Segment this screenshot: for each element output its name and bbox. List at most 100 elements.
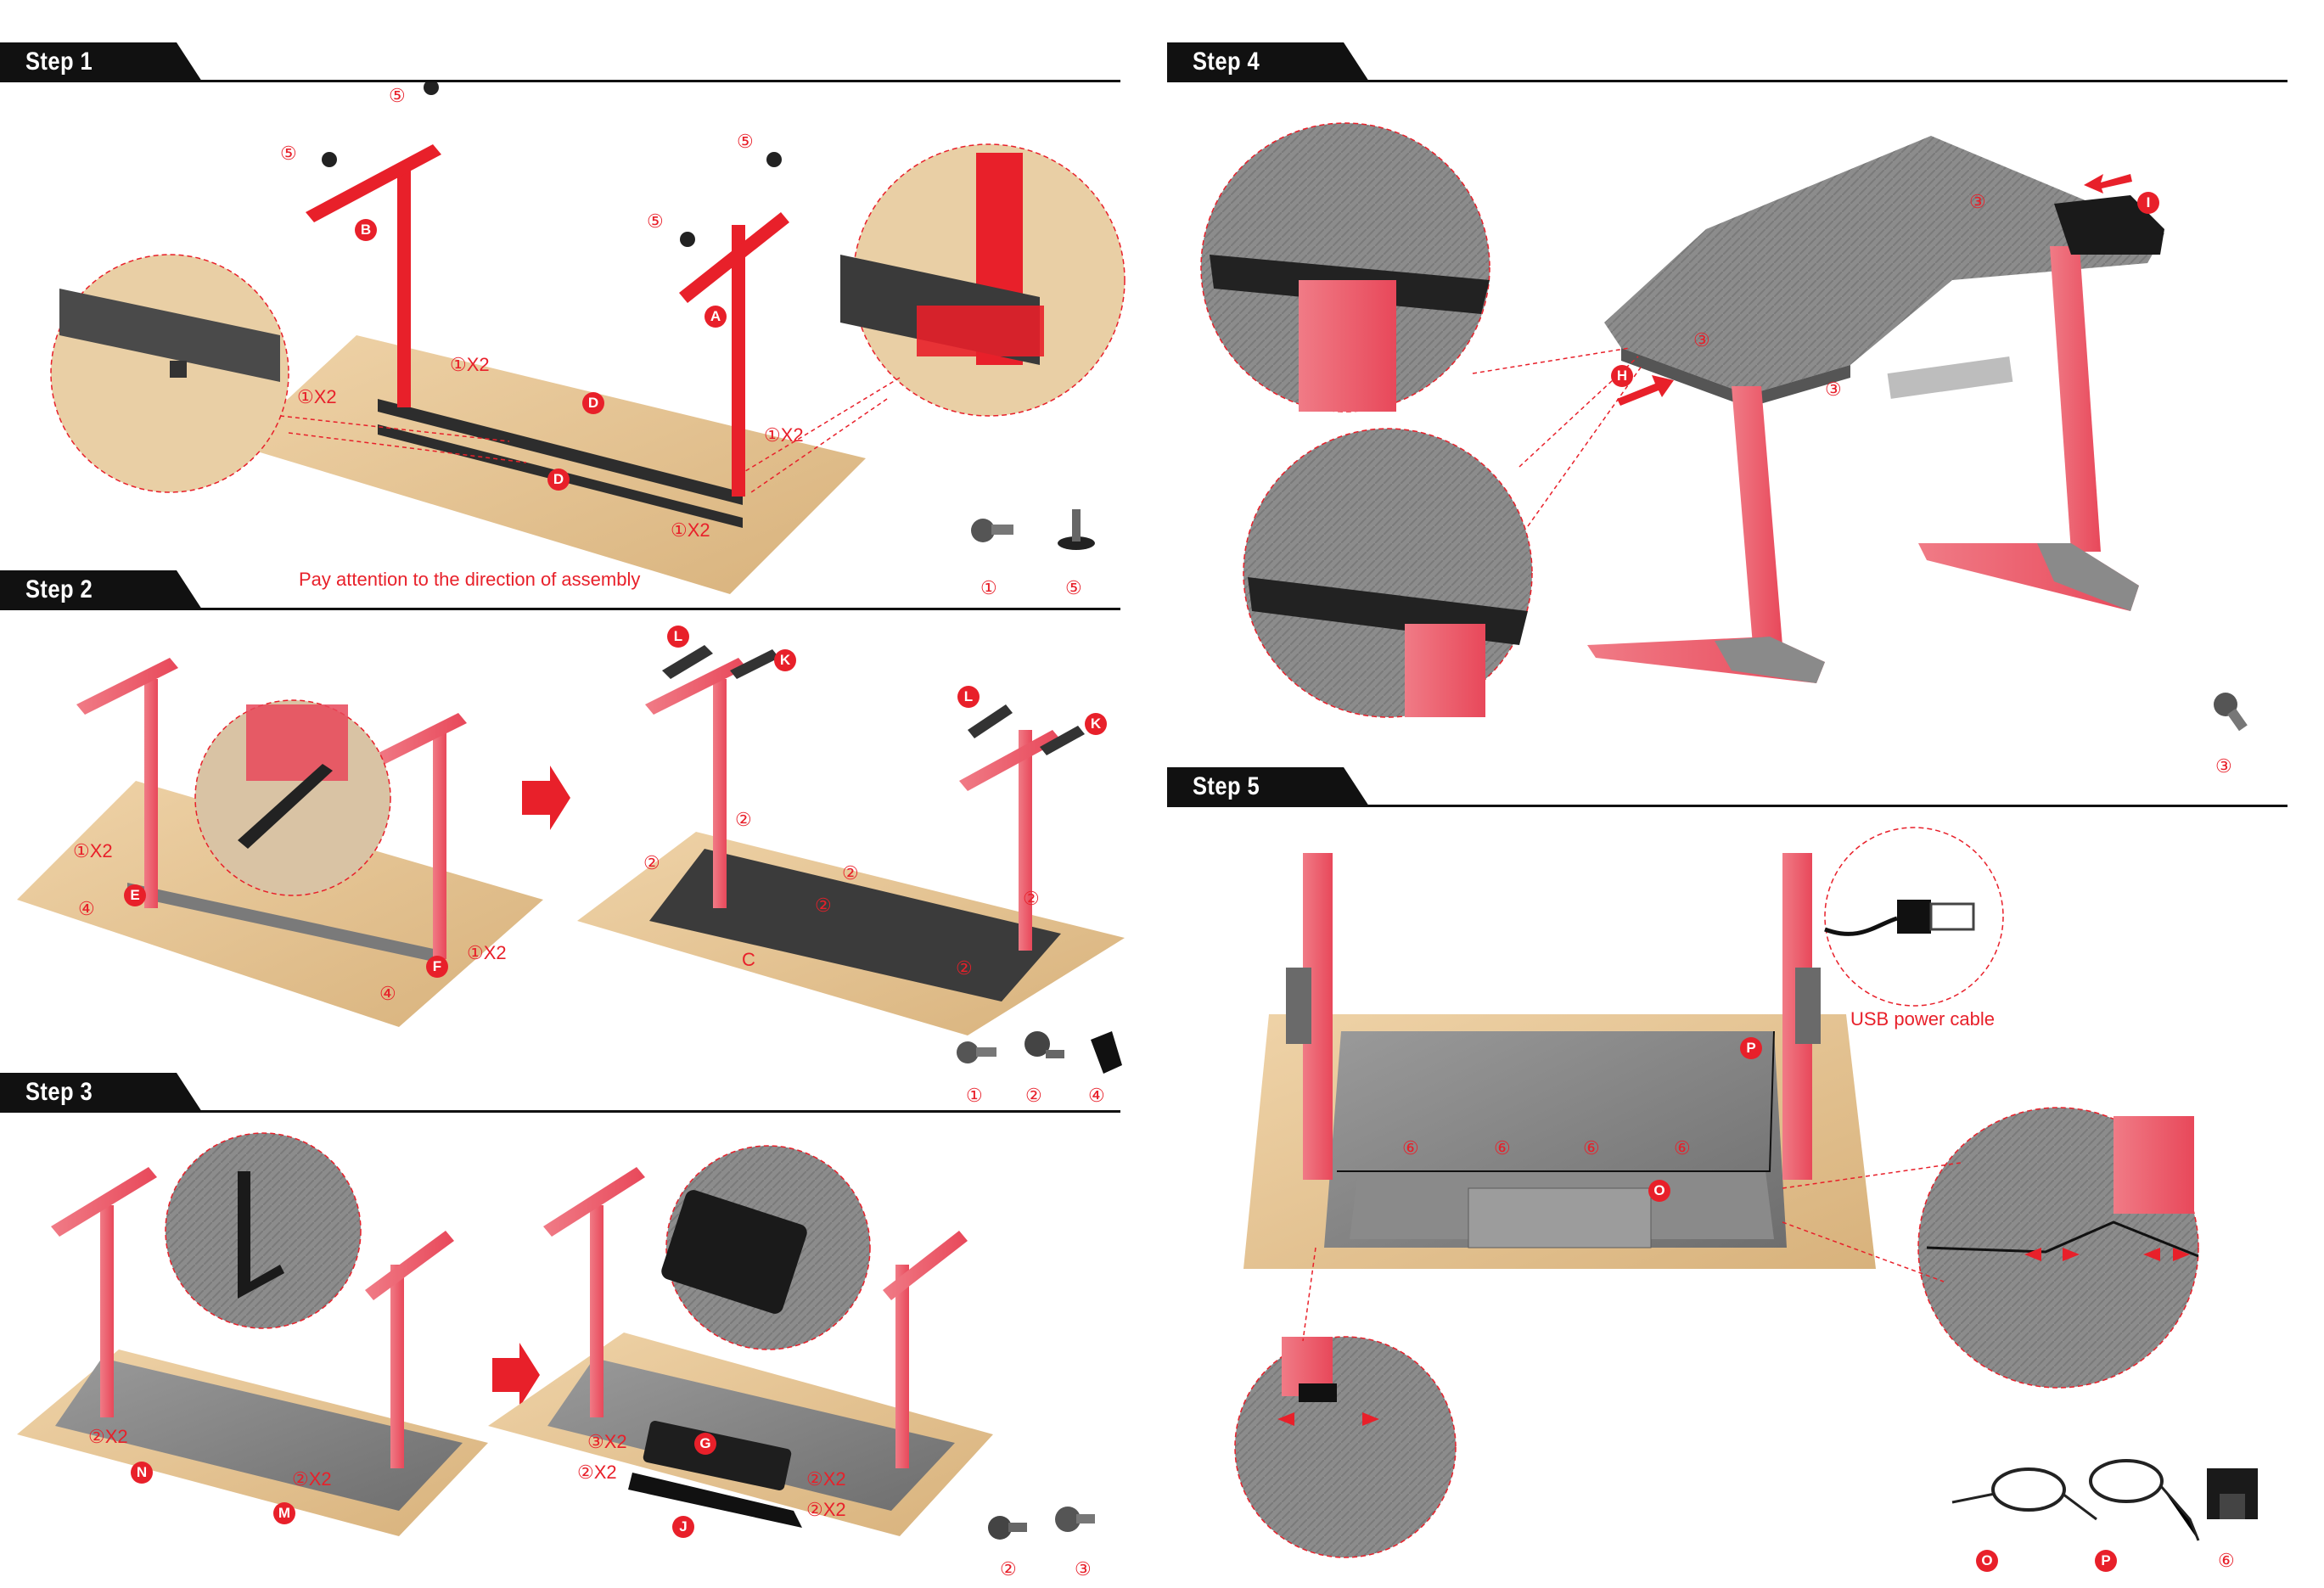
- step2-left-leg1-top: [76, 658, 178, 715]
- step5-part-o: O: [1648, 1180, 1670, 1202]
- step3-qty: ②X2: [88, 1426, 128, 1448]
- step2-mark-4: ④: [78, 898, 95, 920]
- cable-clip-icon: [2207, 1468, 2258, 1519]
- step4-title: Step 4: [1193, 48, 1260, 76]
- step3-part-j: J: [672, 1516, 694, 1538]
- step4-mark-3: ③: [1969, 191, 1986, 213]
- step2-mark-2: ②: [643, 852, 660, 874]
- step3-illustration: [17, 1133, 1095, 1540]
- step3-legend-2: ②: [1000, 1558, 1017, 1580]
- step4-screw3-icon: [2214, 693, 2248, 731]
- step5-mark-6: ⑥: [1494, 1137, 1511, 1159]
- step2-end-cap-icon: [1091, 1031, 1122, 1074]
- step4-part-i: I: [2137, 192, 2159, 214]
- step1-assembly-note: Pay attention to the direction of assemb…: [299, 569, 640, 591]
- step2-mark-2: ②: [1023, 888, 1040, 910]
- step5-legend-o: O: [1976, 1550, 1998, 1572]
- step2-mark-2: ②: [842, 862, 859, 884]
- step2-part-l: L: [667, 626, 689, 648]
- step2-part-k: K: [774, 649, 796, 671]
- step1-zoom-left-bracket: [170, 361, 187, 378]
- step2-left-leg2: [433, 730, 446, 959]
- step1-screw-icon: [971, 519, 1013, 542]
- step4-leg-right: [2050, 246, 2101, 552]
- cable-o-icon: [1952, 1469, 2097, 1519]
- step5-usb-label: USB power cable: [1850, 1008, 1995, 1030]
- step2-part-e: E: [124, 884, 146, 906]
- step4-foot-left-grey: [1715, 637, 1825, 683]
- step4-header: Step 4: [1167, 42, 2288, 81]
- step1-screw5-mark: ⑤: [389, 85, 406, 107]
- step4-legend-3: ③: [2215, 755, 2232, 777]
- step3-left-leg2: [390, 1265, 404, 1468]
- step2-mark-2: ②: [956, 957, 973, 979]
- step2-next-arrow: [522, 766, 570, 830]
- step2-legend-1: ①: [966, 1085, 983, 1107]
- step5-title: Step 5: [1193, 772, 1260, 801]
- step1-qty: ①X2: [450, 354, 490, 376]
- step4-leg-left: [1732, 386, 1782, 645]
- step2-part-l: L: [957, 686, 980, 708]
- step1-legend-5: ⑤: [1065, 577, 1082, 599]
- step2-mark-2: ②: [735, 809, 752, 831]
- step4-mark-3: ③: [1825, 379, 1842, 401]
- step2-right-leg2-top: [959, 730, 1061, 791]
- step3-qty: ②X2: [292, 1468, 332, 1490]
- step2-illustration: [17, 645, 1125, 1074]
- step5-zoom-right-leg: [2113, 1116, 2194, 1214]
- step1-part-d: D: [547, 469, 570, 491]
- step5-legend-6: ⑥: [2218, 1550, 2235, 1572]
- step3-qty: ②X2: [577, 1462, 617, 1484]
- step1-screw5-mark: ⑤: [647, 210, 664, 233]
- step5-part-p: P: [1740, 1037, 1762, 1059]
- step3-qty: ②X2: [806, 1468, 846, 1490]
- step5-zoom-bottom-connector: [1299, 1383, 1337, 1402]
- step1-floor-mat: [238, 335, 866, 594]
- step4-foot-right-grey: [2037, 543, 2139, 611]
- step4-illustration: [1201, 123, 2248, 731]
- step4-zoom-bottom-leg: [1405, 624, 1485, 717]
- step4-arrow-i: [2084, 174, 2132, 194]
- step3-part-m: M: [273, 1502, 295, 1524]
- step5-header: Step 5: [1167, 767, 2288, 806]
- step3-legend-3: ③: [1075, 1558, 1092, 1580]
- step2-part-k: K: [1085, 713, 1107, 735]
- step1-qty: ①X2: [297, 386, 337, 408]
- step1-leg-b: [397, 166, 411, 407]
- step4-zoom-bottom: [1243, 429, 1532, 717]
- step1-title: Step 1: [25, 48, 93, 76]
- step2-qty: ①X2: [467, 942, 507, 964]
- step1-qty: ①X2: [764, 424, 804, 446]
- step2-qty: ①X2: [73, 840, 113, 862]
- step1-screw5-mark: ⑤: [280, 143, 297, 165]
- step5-zoom-bottom: [1235, 1337, 1456, 1557]
- step4-part-h: H: [1611, 365, 1633, 387]
- step1-zoom-right-bracket: [917, 306, 1044, 356]
- step2-part-f: F: [426, 956, 448, 978]
- step3-header: Step 3: [0, 1073, 1120, 1112]
- step3-right-leg1: [590, 1205, 603, 1417]
- step3-left-leg2-top: [365, 1231, 454, 1300]
- step1-part-b: B: [355, 219, 377, 241]
- step2-mark-2: ②: [815, 895, 832, 917]
- step2-legend-2: ②: [1025, 1085, 1042, 1107]
- step1-foot-pad-icon: [1058, 509, 1095, 550]
- step4-tray: [1888, 356, 2013, 399]
- step2-left-leg2-top: [373, 713, 467, 766]
- step4-zoom-top-leg: [1299, 280, 1396, 412]
- step2-legend-4: ④: [1088, 1085, 1105, 1107]
- step4-mark-3: ③: [1693, 329, 1710, 351]
- step2-screw1-icon: [957, 1041, 996, 1063]
- step2-left-leg1: [144, 679, 158, 908]
- cable-p-icon: [2091, 1461, 2198, 1540]
- step3-title: Step 3: [25, 1078, 93, 1107]
- step1-header: Step 1: [0, 42, 1120, 81]
- step5-leg-right-bracket: [1795, 968, 1821, 1044]
- step2-title: Step 2: [25, 575, 93, 604]
- step5-mark-6: ⑥: [1402, 1137, 1419, 1159]
- step5-mark-6: ⑥: [1583, 1137, 1600, 1159]
- step5-legend-p: P: [2095, 1550, 2117, 1572]
- step1-screw5-mark: ⑤: [737, 131, 754, 153]
- step3-screw2-icon: [988, 1516, 1027, 1540]
- step2-mark-4: ④: [379, 983, 396, 1005]
